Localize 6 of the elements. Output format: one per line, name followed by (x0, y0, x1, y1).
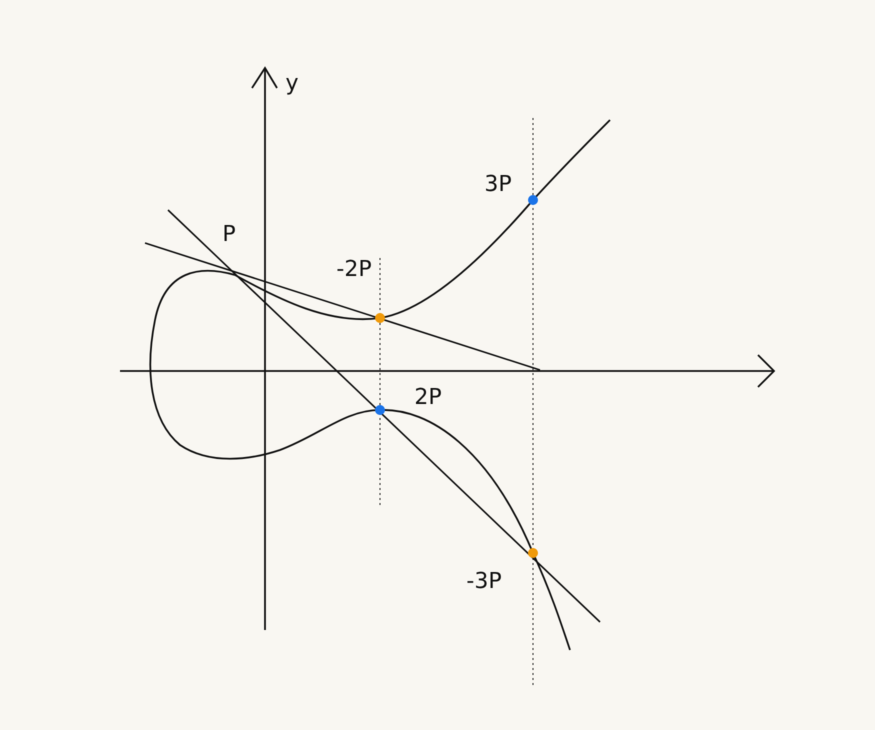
point-label: -2P (336, 259, 372, 281)
point-label: 3P (484, 174, 512, 196)
point-label: P (222, 224, 236, 246)
point-label: 2P (414, 387, 442, 409)
point-label: y (285, 73, 299, 95)
point-label: -3P (466, 571, 502, 593)
